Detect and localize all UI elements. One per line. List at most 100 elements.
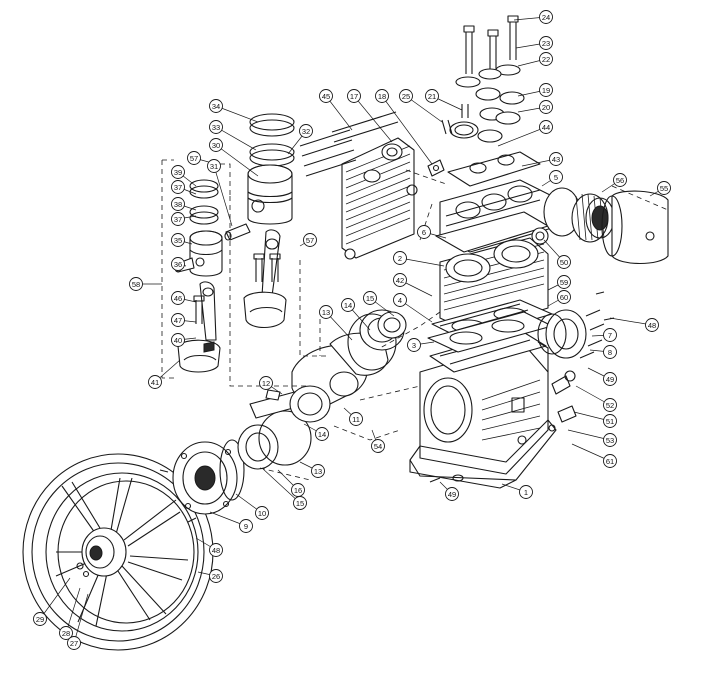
callout-8: 8 — [603, 345, 617, 359]
callout-number: 26 — [212, 572, 220, 581]
callout-circle — [209, 120, 223, 134]
callout-circle — [171, 291, 185, 305]
callout-number: 1 — [524, 488, 528, 497]
crankcase-cover-assembly — [159, 410, 312, 523]
callout-circle — [315, 427, 329, 441]
callout-circle — [393, 251, 407, 265]
callout-number: 3 — [412, 341, 416, 350]
callout-circle — [399, 89, 413, 103]
callout-number: 13 — [314, 467, 322, 476]
callout-35: 35 — [171, 233, 185, 247]
callout-number: 37 — [174, 183, 182, 192]
callout-leader-2 — [399, 257, 445, 267]
callout-circle — [539, 100, 553, 114]
callout-leader-15 — [261, 467, 301, 504]
callout-55: 55 — [657, 181, 671, 195]
callout-57: 57 — [303, 233, 317, 247]
callout-58: 58 — [129, 277, 143, 291]
callout-circle — [363, 291, 377, 305]
callout-number: 23 — [542, 39, 550, 48]
callout-5: 5 — [549, 170, 563, 184]
callout-22: 22 — [539, 52, 553, 66]
callout-number: 35 — [174, 236, 182, 245]
callout-leader-33 — [215, 126, 257, 151]
callout-number: 49 — [448, 490, 456, 499]
callout-leader-48 — [609, 317, 653, 326]
callout-number: 12 — [262, 379, 270, 388]
large-piston-assembly — [224, 113, 295, 329]
callout-number: 11 — [352, 415, 360, 424]
callout-circle — [557, 275, 571, 289]
callout-circle — [311, 464, 325, 478]
callout-circle — [407, 338, 421, 352]
callout-number: 28 — [62, 629, 70, 638]
callout-circle — [349, 412, 363, 426]
callout-number: 27 — [70, 639, 78, 648]
callout-circle — [425, 89, 439, 103]
callout-number: 57 — [306, 236, 314, 245]
callout-number: 9 — [244, 522, 248, 531]
callout-circle — [549, 170, 563, 184]
callout-number: 7 — [608, 331, 612, 340]
callout-53: 53 — [603, 433, 617, 447]
callout-37: 37 — [171, 212, 185, 226]
callout-3: 3 — [407, 338, 421, 352]
callout-circle — [657, 181, 671, 195]
grouping-lines — [161, 159, 669, 481]
callout-16: 16 — [291, 483, 305, 497]
callout-15: 15 — [293, 496, 307, 510]
callout-circle — [645, 318, 659, 332]
callout-number: 46 — [174, 294, 182, 303]
callout-circle — [445, 487, 459, 501]
callout-number: 15 — [366, 294, 374, 303]
callout-49: 49 — [445, 487, 459, 501]
callout-circle — [59, 626, 73, 640]
callout-number: 38 — [174, 200, 182, 209]
callout-number: 47 — [174, 316, 182, 325]
callout-circle — [319, 89, 333, 103]
callout-number: 51 — [606, 417, 614, 426]
callout-circle — [519, 485, 533, 499]
callout-number: 56 — [616, 176, 624, 185]
callout-6: 6 — [417, 225, 431, 239]
callout-38: 38 — [171, 197, 185, 211]
callout-circle — [171, 257, 185, 271]
callout-number: 19 — [542, 86, 550, 95]
callout-circle — [375, 89, 389, 103]
callout-circle — [603, 454, 617, 468]
callout-number: 13 — [322, 308, 330, 317]
callout-number: 59 — [560, 278, 568, 287]
callout-circle — [171, 313, 185, 327]
callout-61: 61 — [603, 454, 617, 468]
callout-circle — [299, 124, 313, 138]
callout-number: 20 — [542, 103, 550, 112]
callout-circle — [239, 519, 253, 533]
callout-54: 54 — [371, 439, 385, 453]
callout-circle — [603, 345, 617, 359]
callout-number: 61 — [606, 457, 614, 466]
callout-20: 20 — [539, 100, 553, 114]
callout-circle — [171, 212, 185, 226]
callout-number: 49 — [606, 375, 614, 384]
callout-29: 29 — [33, 612, 47, 626]
callout-number: 2 — [398, 254, 402, 263]
callout-circle — [129, 277, 143, 291]
callout-circle — [209, 569, 223, 583]
callout-number: 41 — [151, 378, 159, 387]
callout-circle — [303, 233, 317, 247]
callout-41: 41 — [148, 375, 162, 389]
drain-and-oil-fittings — [429, 370, 577, 483]
callout-33: 33 — [209, 120, 223, 134]
callout-number: 55 — [660, 184, 668, 193]
callout-48: 48 — [209, 543, 223, 557]
callout-number: 48 — [648, 321, 656, 330]
callout-number: 6 — [422, 228, 426, 237]
callout-57: 57 — [187, 151, 201, 165]
callout-number: 14 — [344, 301, 352, 310]
callout-2: 2 — [393, 251, 407, 265]
callout-leader-27 — [73, 593, 89, 644]
callout-51: 51 — [603, 414, 617, 428]
callout-circle — [539, 83, 553, 97]
callout-number: 8 — [608, 348, 612, 357]
callout-12: 12 — [259, 376, 273, 390]
